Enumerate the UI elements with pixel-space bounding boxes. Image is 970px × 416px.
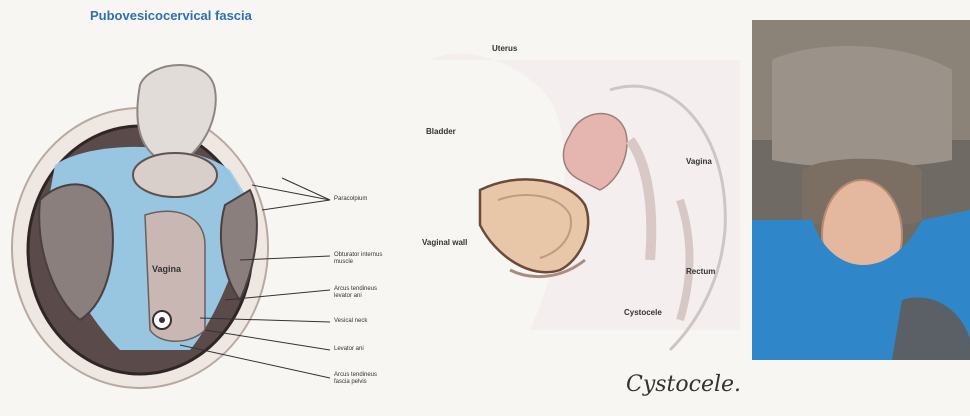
callout-arcus-levator: Arcus tendineus levator ani <box>334 286 394 300</box>
pelvic-floor-diagram: Pubovesicocervical fascia Vagina Par <box>0 0 420 416</box>
caption: Cystocele. <box>626 372 741 397</box>
callout-paracolpium: Paracolpium <box>334 196 367 203</box>
vagina-label-mid: Vagina <box>686 157 712 166</box>
vagina-label: Vagina <box>152 266 181 273</box>
callout-arcus-fascia: Arcus tendineus fascia pelvis <box>334 372 394 386</box>
vaginal-wall-label: Vaginal wall <box>422 238 467 247</box>
callout-obturator-internus: Obturator internus muscle <box>334 252 394 266</box>
callout-levator-ani: Levator ani <box>334 346 364 353</box>
sagittal-illustration <box>410 30 740 360</box>
callout-vesical-neck: Vesical neck <box>334 318 367 325</box>
cystocele-label: Cystocele <box>624 308 662 317</box>
clinical-photo <box>752 20 970 360</box>
sagittal-diagram: Uterus Bladder Vagina Vaginal wall Rectu… <box>410 30 740 360</box>
rectum-label: Rectum <box>686 267 715 276</box>
pelvic-floor-illustration <box>0 0 420 416</box>
clinical-photo-illustration <box>752 20 970 360</box>
bladder-label: Bladder <box>426 127 456 136</box>
uterus-label: Uterus <box>492 44 517 53</box>
